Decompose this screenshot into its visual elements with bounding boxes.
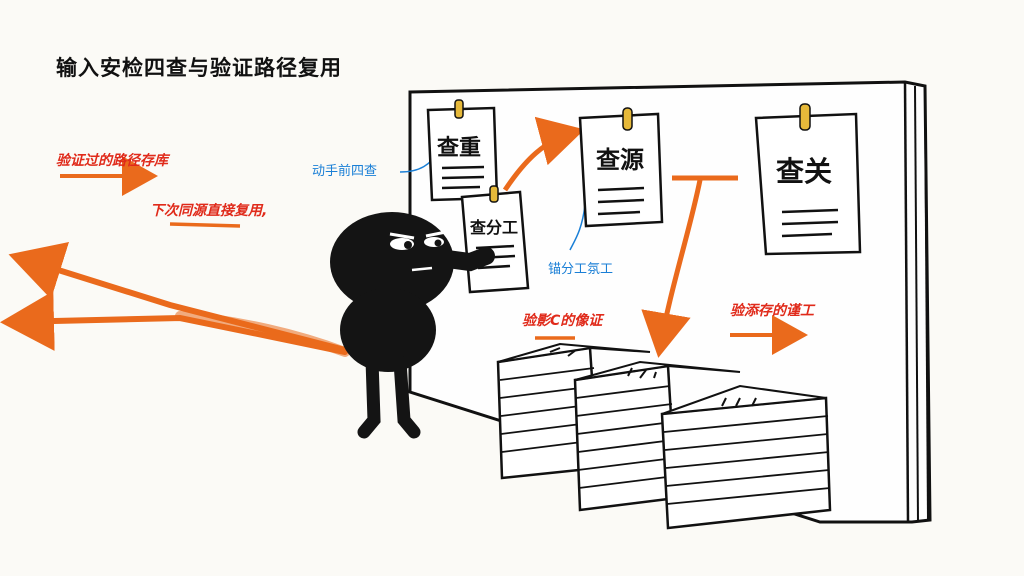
arrow-to-source [502,116,585,192]
note-check-division [460,185,530,294]
underline-reuse [169,222,241,228]
note-label-division: 查分工 [470,218,519,237]
paper-stack-left [496,342,651,480]
figure-character [330,212,495,439]
label-anchor-lookup: 锚分工氛工 [548,262,614,277]
note-label-duplicate: 查重 [437,136,482,161]
label-verified-path: 验证过的路径存库 [56,153,168,169]
label-reuse-next: 下次同源直接复用, [150,203,268,219]
note-check-relation [754,103,862,256]
label-pre-check: 动手前四查 [312,164,378,179]
page-title: 输入安检四查与验证路径复用 [56,56,342,80]
arrow-down-to-stacks [641,179,703,358]
note-label-relation: 查关 [776,155,833,188]
reuse-rays [0,241,350,357]
note-label-source: 查源 [596,146,644,174]
note-check-source [578,107,664,228]
paper-stack-middle [573,360,741,512]
label-stored-evidence: 验影C的像证 [522,313,603,329]
label-saved-path: 验添存的谨工 [730,303,814,319]
paper-stack-right [660,384,832,530]
